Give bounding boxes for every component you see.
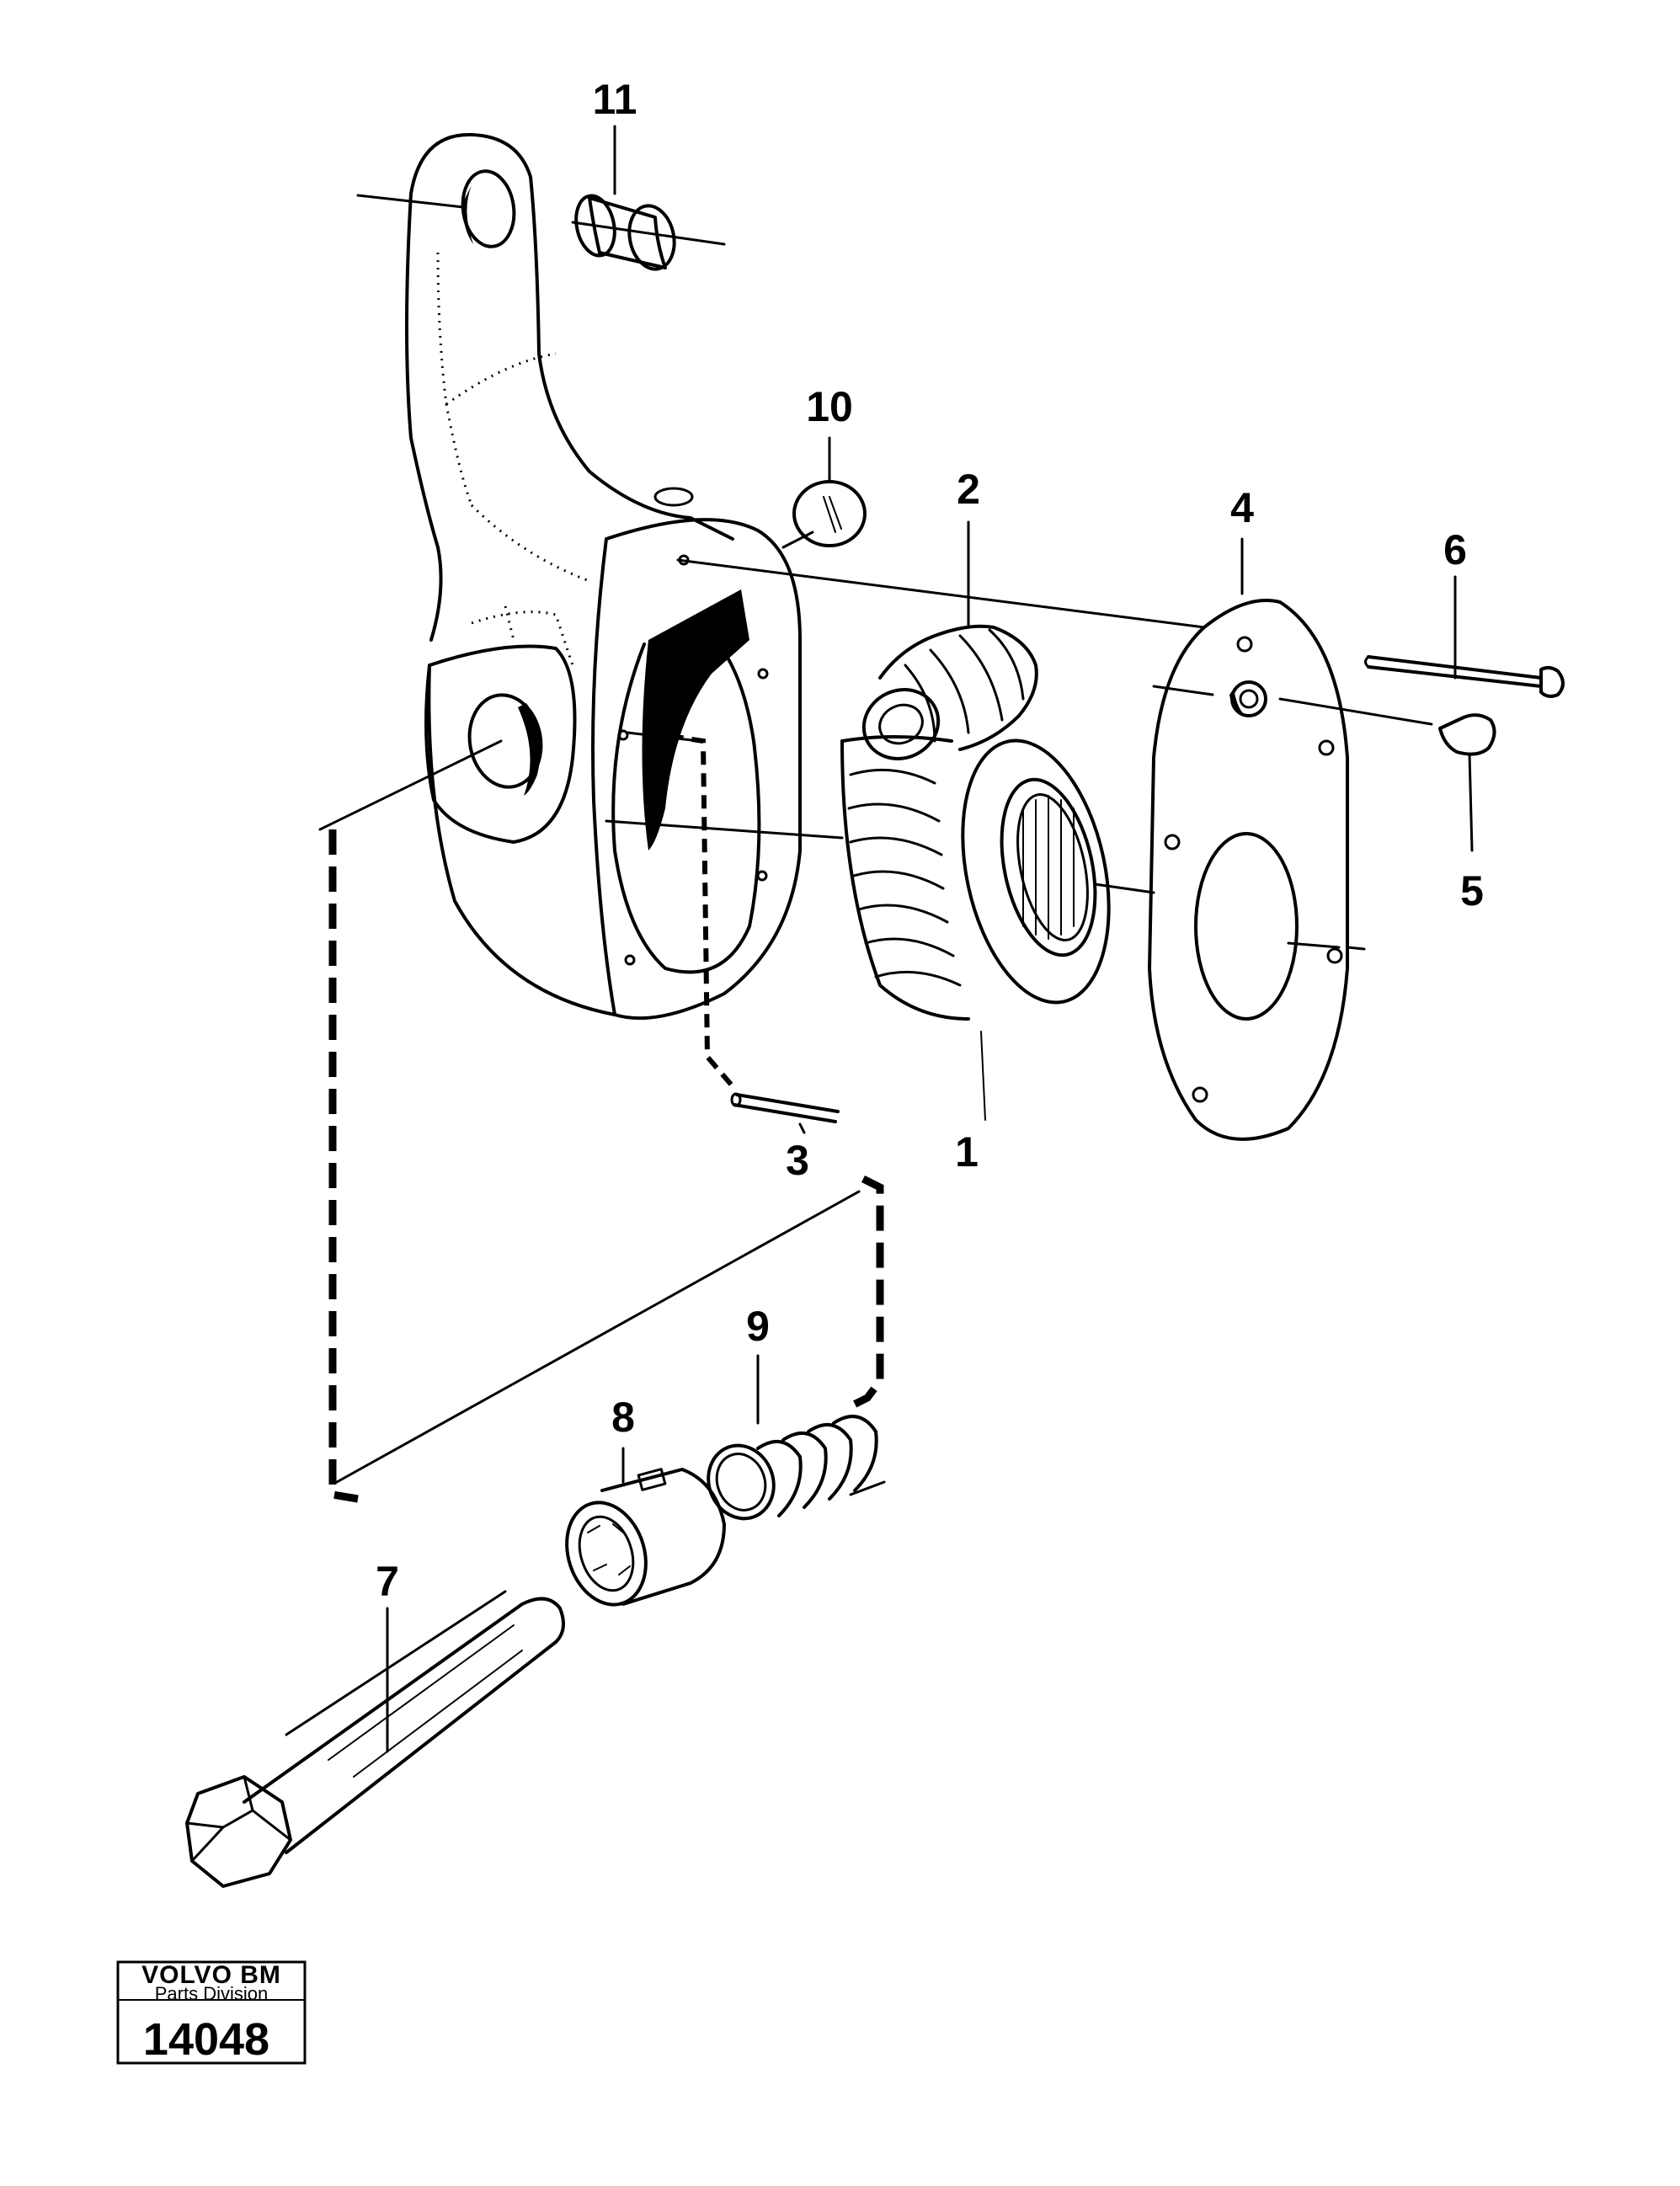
- leader-lines: [386, 125, 1457, 1753]
- part-8-coupling-sleeve: [565, 1468, 726, 1607]
- part-7-worm-screw: [185, 1590, 565, 1888]
- part-5-plug: [1278, 697, 1496, 852]
- callout-4: 4: [1230, 484, 1254, 531]
- callout-5: 5: [1460, 867, 1484, 914]
- assembly-lines: [318, 558, 1366, 1496]
- callout-labels: 1 2 3 4 5 6 7 8 9 10 11: [376, 76, 1484, 1605]
- part-1-worm-wheel: [840, 735, 1111, 1121]
- part-4-cover-plate: [1148, 599, 1349, 1141]
- callout-8: 8: [611, 1394, 635, 1441]
- hidden-lines: [328, 730, 884, 1503]
- callout-11: 11: [593, 76, 637, 123]
- callout-9: 9: [746, 1303, 770, 1350]
- callout-6: 6: [1443, 526, 1467, 573]
- stamp-brand: VOLVO BM: [141, 1961, 281, 1989]
- slack-adjuster-housing: [405, 132, 802, 1021]
- callout-3: 3: [786, 1137, 809, 1184]
- part-6-pin: [1364, 655, 1565, 698]
- callout-7: 7: [376, 1558, 399, 1605]
- volvo-bm-parts-stamp: VOLVO BM Parts Division 14048: [116, 1960, 307, 2065]
- part-9-spring: [707, 1415, 878, 1521]
- part-10-plug: [781, 480, 867, 549]
- stamp-number: 14048: [143, 2014, 269, 2065]
- callout-10: 10: [806, 383, 853, 430]
- callout-1: 1: [955, 1128, 979, 1176]
- part-11-bushing: [356, 194, 726, 271]
- part-2-worm: [861, 624, 1038, 760]
- part-3-spring-pin: [730, 1092, 840, 1134]
- callout-2: 2: [957, 466, 980, 513]
- stamp-division: Parts Division: [155, 1983, 268, 2004]
